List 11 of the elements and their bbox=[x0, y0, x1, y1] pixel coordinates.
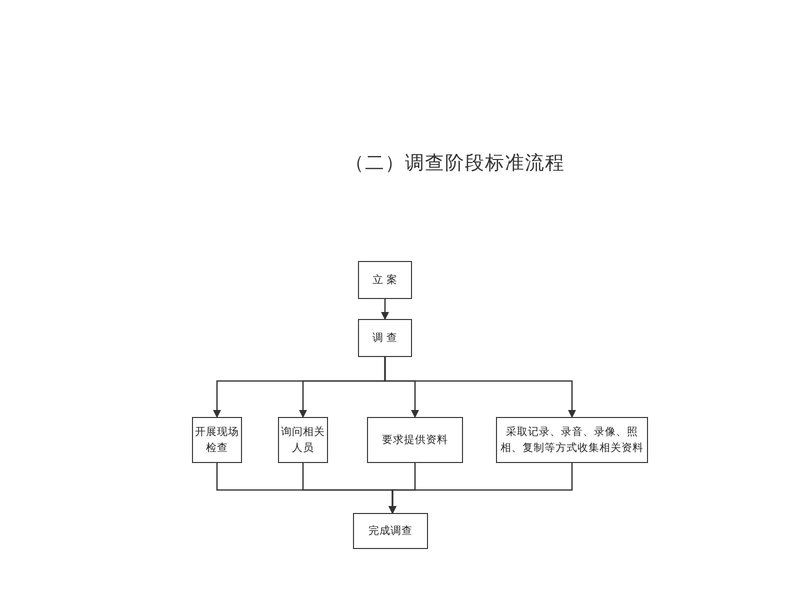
connector-arrow bbox=[388, 463, 573, 514]
process-box: 立 案 bbox=[358, 261, 412, 299]
process-box: 要求提供资料 bbox=[367, 417, 463, 463]
connector-arrow bbox=[384, 357, 576, 418]
title: （二）调查阶段标准流程 bbox=[344, 151, 566, 176]
process-box: 询问相关人员 bbox=[278, 417, 328, 463]
connector-arrow bbox=[381, 299, 389, 320]
process-box: 调 查 bbox=[358, 319, 412, 357]
process-box: 完成调查 bbox=[353, 513, 428, 549]
process-box: 采取记录、录音、录像、照相、复制等方式收集相关资料 bbox=[496, 417, 648, 463]
process-box: 开展现场检查 bbox=[192, 417, 242, 463]
